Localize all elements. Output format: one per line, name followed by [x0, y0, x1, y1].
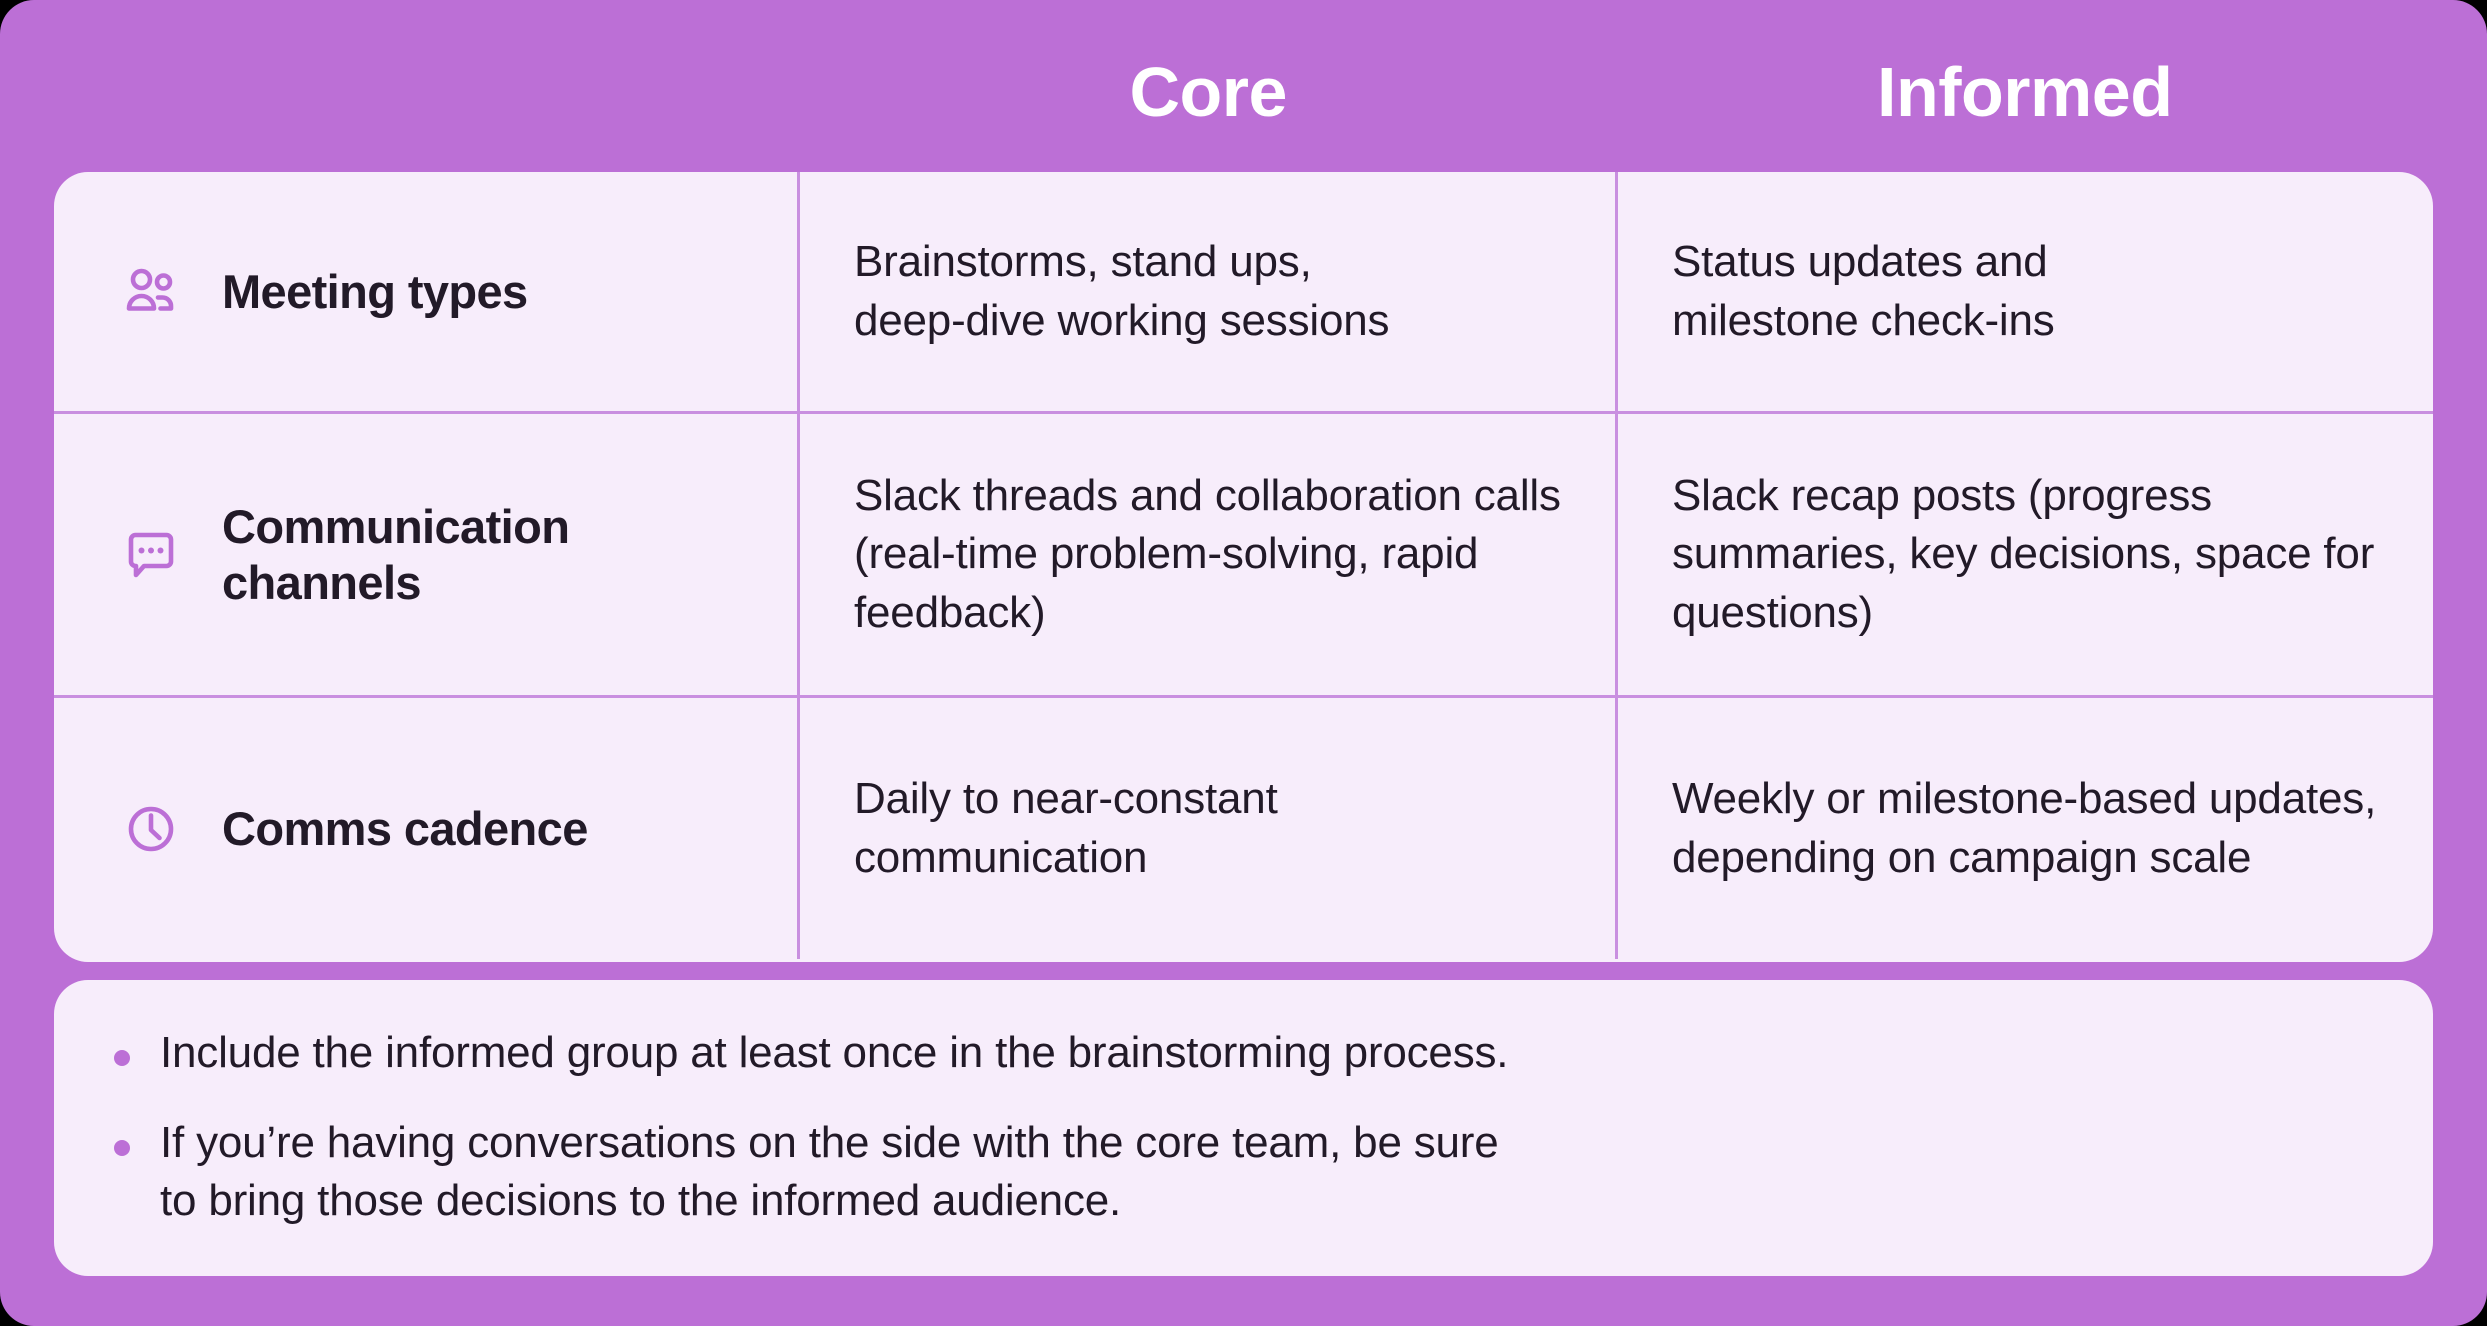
row-informed-text: Status updates and milestone check-ins — [1672, 237, 2055, 345]
users-icon — [122, 263, 180, 321]
row-label-text: Meeting types — [222, 264, 528, 318]
row-core-cell: Daily to near-constant communication — [800, 698, 1618, 959]
bullet-icon — [114, 1140, 130, 1157]
clock-icon — [122, 800, 180, 858]
row-core-text: Slack threads and collaboration calls (r… — [854, 471, 1561, 637]
row-informed-cell: Weekly or milestone-based updates, depen… — [1618, 698, 2433, 959]
row-label-cell: Meeting types — [54, 172, 800, 411]
row-core-cell: Brainstorms, stand ups, deep-dive workin… — [800, 172, 1618, 411]
row-label-text: Comms cadence — [222, 801, 588, 855]
table-row: Meeting types Brainstorms, stand ups, de… — [54, 172, 2433, 414]
row-informed-text: Slack recap posts (progress summaries, k… — [1672, 471, 2375, 637]
note-text: If you’re having conversations on the si… — [160, 1118, 1499, 1226]
comparison-table-card: Meeting types Brainstorms, stand ups, de… — [54, 172, 2433, 962]
note-text: Include the informed group at least once… — [160, 1028, 1509, 1077]
column-header-informed: Informed — [1877, 53, 2173, 131]
list-item: Include the informed group at least once… — [114, 1024, 2373, 1082]
bullet-icon — [114, 1050, 130, 1066]
row-informed-cell: Slack recap posts (progress summaries, k… — [1618, 414, 2433, 695]
row-informed-cell: Status updates and milestone check-ins — [1618, 172, 2433, 411]
chat-bubble-icon — [122, 526, 180, 584]
column-header-row: Core Informed — [54, 22, 2433, 162]
row-label-cell: Comms cadence — [54, 698, 800, 959]
list-item: If you’re having conversations on the si… — [114, 1114, 2373, 1230]
row-core-cell: Slack threads and collaboration calls (r… — [800, 414, 1618, 695]
row-informed-text: Weekly or milestone-based updates, depen… — [1672, 774, 2377, 882]
table-row: Comms cadence Daily to near-constant com… — [54, 698, 2433, 959]
row-label-text: Communication channels — [222, 500, 570, 609]
table-row: Communication channels Slack threads and… — [54, 414, 2433, 698]
row-label-cell: Communication channels — [54, 414, 800, 695]
column-header-core: Core — [1129, 53, 1288, 131]
row-core-text: Brainstorms, stand ups, deep-dive workin… — [854, 237, 1390, 345]
row-core-text: Daily to near-constant communication — [854, 774, 1278, 882]
notes-card: Include the informed group at least once… — [54, 980, 2433, 1276]
